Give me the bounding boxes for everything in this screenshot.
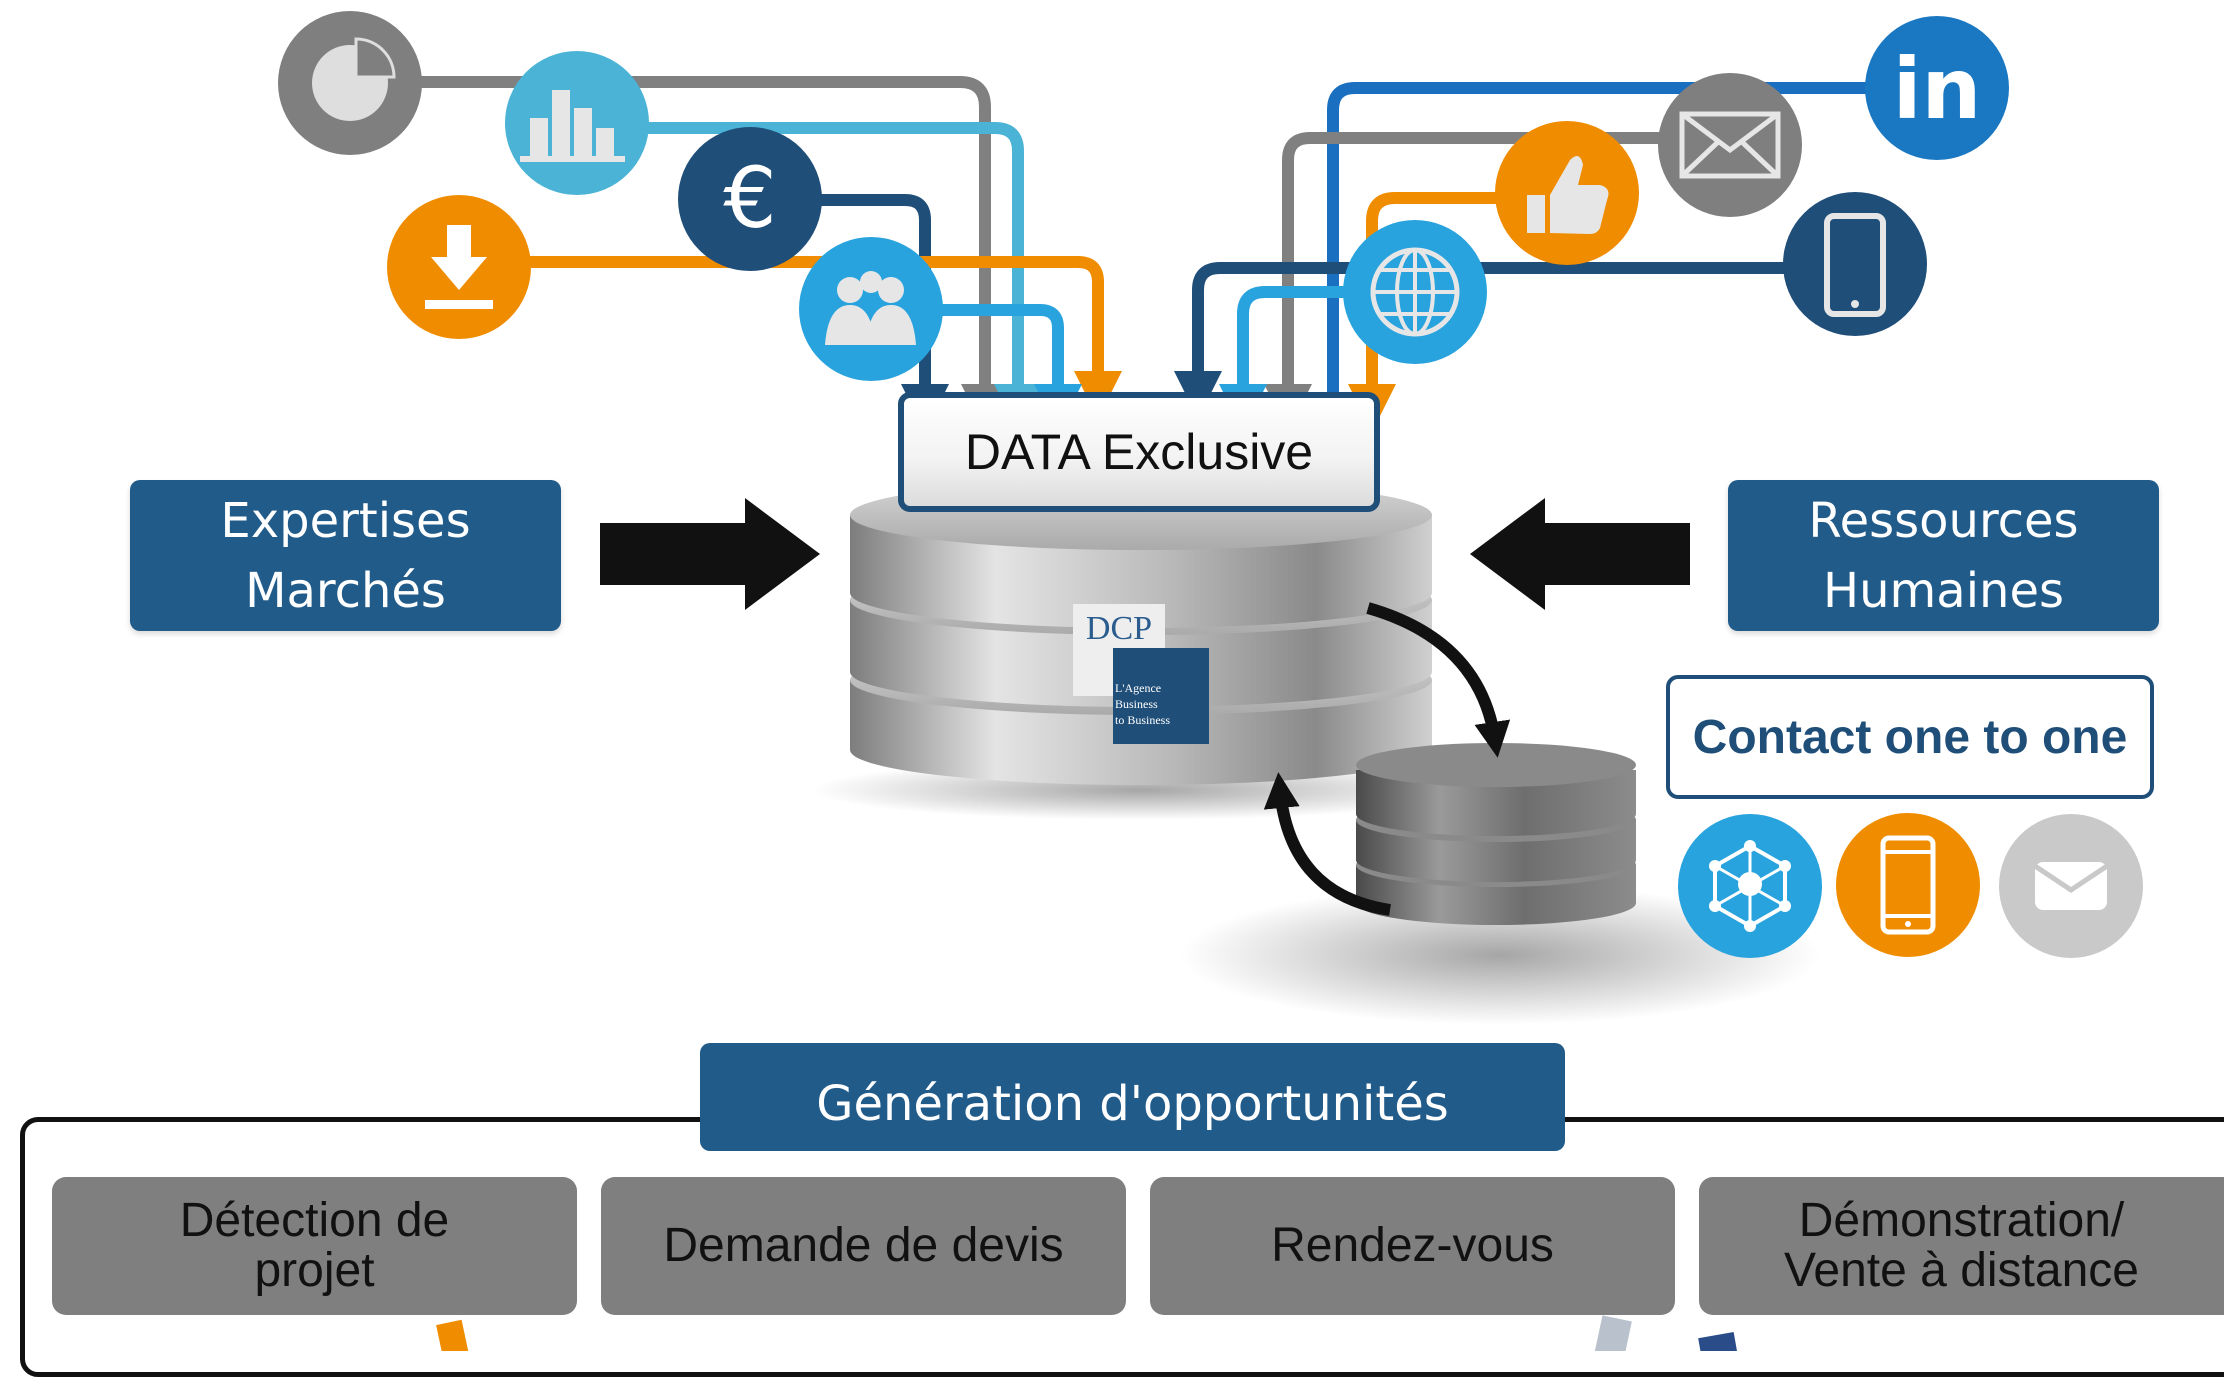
- generation-title-text: Génération d'opportunités: [816, 1076, 1449, 1132]
- dcp-tagline-2: Business: [1115, 697, 1158, 711]
- generation-opportunites-title: Génération d'opportunités: [700, 1043, 1565, 1151]
- left-input-arrow: [600, 498, 820, 610]
- contact-smartphone-icon: [1836, 813, 1980, 957]
- curved-arrow-down: [1366, 602, 1511, 758]
- curved-arrow-up: [1263, 772, 1391, 916]
- confetti-gray: [1594, 1315, 1632, 1351]
- connector-euro: [750, 194, 949, 432]
- confetti-navy: [1698, 1332, 1738, 1351]
- connector-email: [1264, 132, 1700, 432]
- secondary-database: [1180, 743, 1820, 1025]
- ressources-line2: Humaines: [1823, 562, 2064, 619]
- dcp-tagline-3: to Business: [1115, 713, 1171, 727]
- connector-download: [480, 256, 1122, 419]
- right-connector-lines: [1174, 82, 1890, 444]
- globe-icon: [1343, 220, 1487, 364]
- connector-linkedin: [1309, 82, 1890, 444]
- step-4-line2: Vente à distance: [1784, 1244, 2139, 1297]
- data-exclusive-title: DATA Exclusive: [964, 424, 1314, 480]
- ressources-line1: Ressources: [1808, 492, 2079, 549]
- connector-people: [900, 304, 1082, 432]
- step-1-line1: Détection de: [179, 1194, 450, 1247]
- step-demonstration: Démonstration/ Vente à distance: [1699, 1177, 2224, 1315]
- connector-smartphone: [1174, 262, 1790, 419]
- contact-title: Contact one to one: [1692, 710, 2128, 764]
- network-icon: [1678, 814, 1822, 958]
- step-demande-devis: Demande de devis: [601, 1177, 1126, 1315]
- step-3-line1: Rendez-vous: [1271, 1219, 1554, 1272]
- step-2-line1: Demande de devis: [663, 1219, 1064, 1272]
- svg-text:in: in: [1893, 40, 1982, 138]
- pie-chart-icon: [278, 11, 422, 155]
- dcp-logo: DCP L'Agence Business to Business: [1073, 604, 1209, 744]
- people-icon: [799, 237, 943, 381]
- confetti-orange: [436, 1319, 470, 1351]
- email-icon: [1658, 73, 1802, 217]
- bar-chart-icon: [505, 51, 649, 195]
- expertises-line2: Marchés: [245, 562, 446, 619]
- expertises-line1: Expertises: [220, 492, 471, 549]
- thumbs-up-icon: [1495, 121, 1639, 265]
- smartphone-icon: [1783, 192, 1927, 336]
- download-icon: [387, 195, 531, 339]
- step-rendez-vous: Rendez-vous: [1150, 1177, 1675, 1315]
- step-4-line1: Démonstration/: [1798, 1194, 2125, 1247]
- dcp-logo-block: [1113, 648, 1209, 744]
- ressources-humaines-box: Ressources Humaines: [1728, 480, 2159, 631]
- connector-globe: [1219, 286, 1360, 432]
- expertises-marches-box: Expertises Marchés: [130, 480, 561, 631]
- connector-bar: [580, 122, 1042, 432]
- step-detection-projet: Détection de projet: [52, 1177, 577, 1315]
- contact-envelope-icon: [1999, 814, 2143, 958]
- left-connector-lines: [350, 76, 1122, 432]
- linkedin-icon: in: [1865, 16, 2009, 160]
- svg-text:€: €: [723, 149, 776, 247]
- dcp-tagline-1: L'Agence: [1115, 681, 1162, 695]
- contact-one-to-one-box: Contact one to one: [1666, 675, 2154, 799]
- data-exclusive-box: DATA Exclusive: [898, 392, 1380, 512]
- dcp-logo-tagline: L'Agence Business to Business: [1115, 680, 1205, 728]
- connector-pie: [350, 76, 1009, 432]
- euro-icon: €: [678, 127, 822, 271]
- right-input-arrow: [1470, 498, 1690, 610]
- step-1-line2: projet: [254, 1244, 375, 1297]
- connector-thumbs: [1348, 192, 1500, 432]
